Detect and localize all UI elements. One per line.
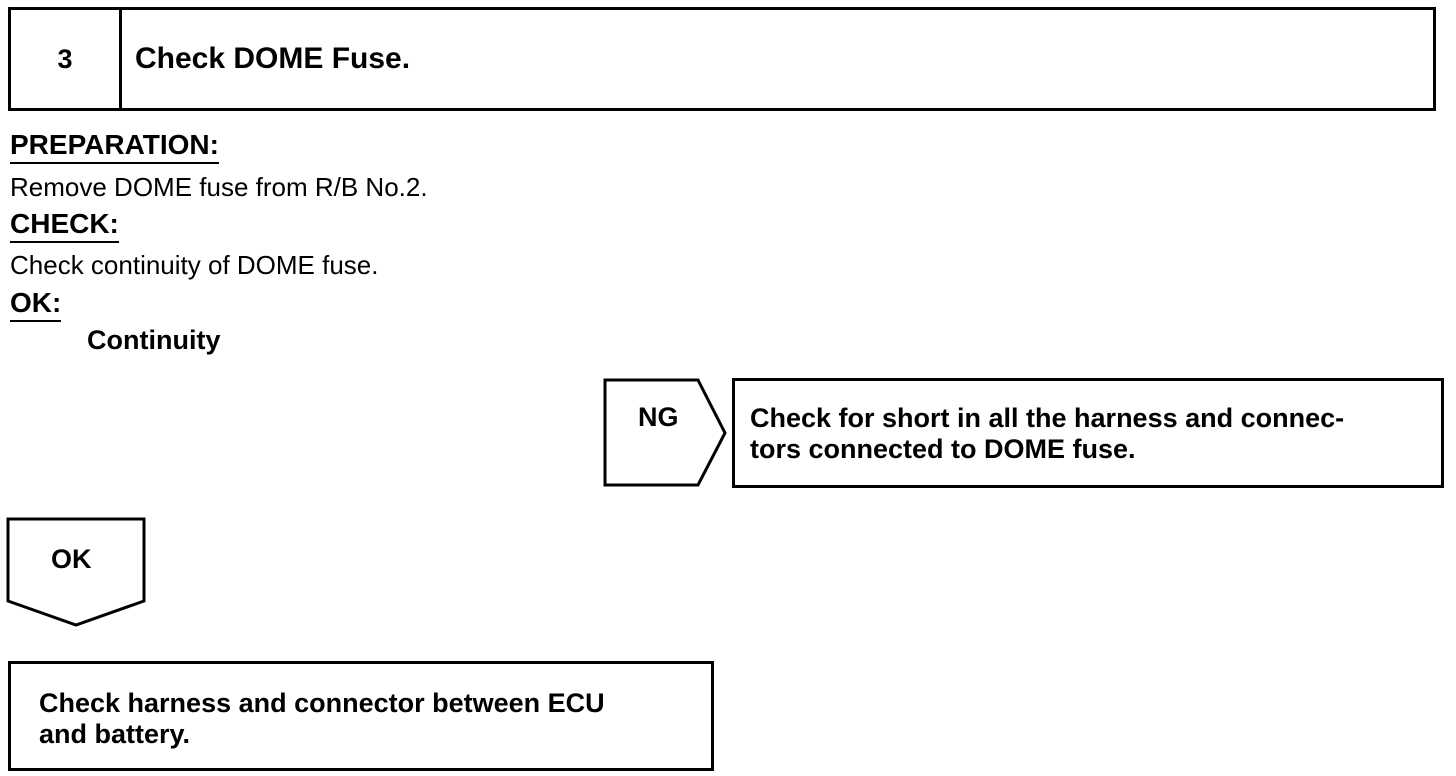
ok-value: Continuity xyxy=(87,325,221,355)
ng-arrow-shape xyxy=(603,378,727,487)
check-text: Check continuity of DOME fuse. xyxy=(10,250,379,280)
preparation-text: Remove DOME fuse from R/B No.2. xyxy=(10,172,428,202)
step-number: 3 xyxy=(11,10,122,108)
ok-arrow-shape xyxy=(6,517,146,627)
ng-label: NG xyxy=(638,402,679,432)
ng-action-line-2: tors connected to DOME fuse. xyxy=(750,434,1136,464)
ng-action-line-1: Check for short in all the harness and c… xyxy=(750,403,1345,433)
ok-action-line-2: and battery. xyxy=(39,719,191,749)
ok-label-flow: OK xyxy=(51,544,92,574)
ok-action-line-1: Check harness and connector between ECU xyxy=(39,688,605,718)
step-header: 3 Check DOME Fuse. xyxy=(8,7,1436,111)
check-label: CHECK: xyxy=(10,209,119,243)
step-title: Check DOME Fuse. xyxy=(135,42,411,75)
ok-label: OK: xyxy=(10,288,62,322)
preparation-label: PREPARATION: xyxy=(10,130,219,164)
ok-action-box: Check harness and connector between ECU … xyxy=(8,661,714,771)
ng-action-box: Check for short in all the harness and c… xyxy=(732,378,1444,488)
